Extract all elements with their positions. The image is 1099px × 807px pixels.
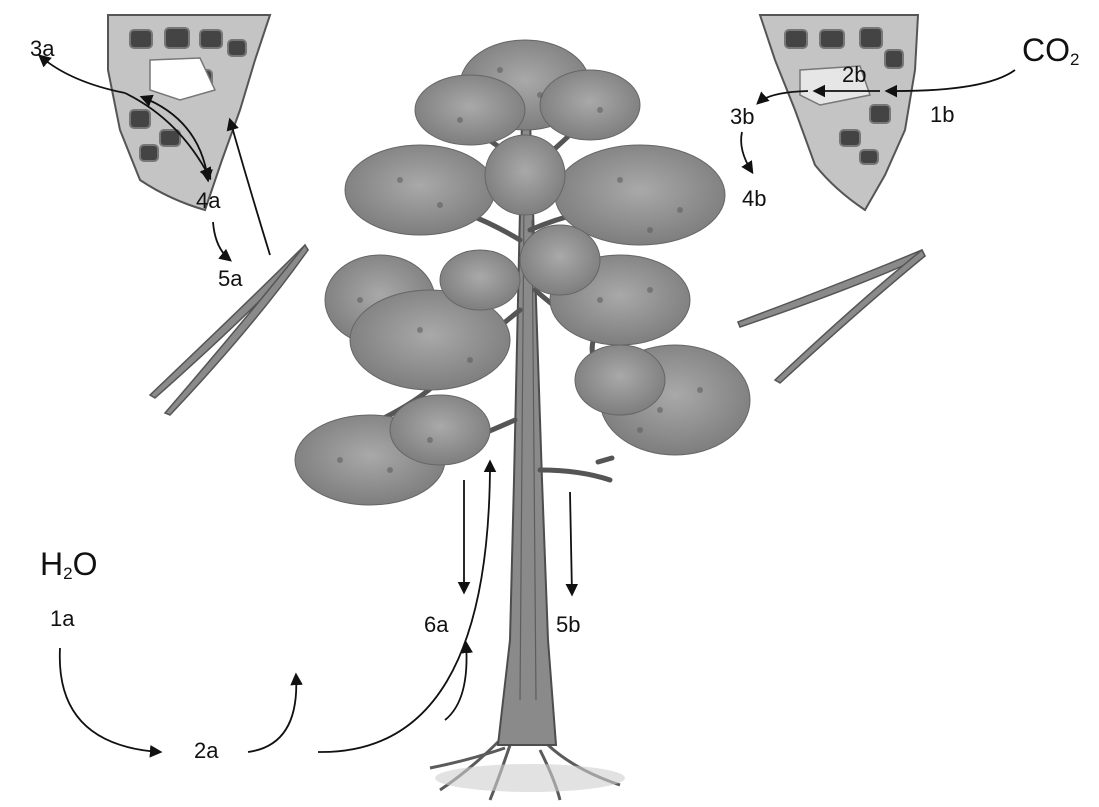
arrow-2a-up — [248, 675, 296, 752]
pine-needles-right-icon — [738, 250, 925, 383]
label-4b: 4b — [742, 188, 766, 210]
label-1b: 1b — [930, 104, 954, 126]
arrow-1a-to-2a — [60, 648, 160, 752]
label-1a: 1a — [50, 608, 74, 630]
label-4a: 4a — [196, 190, 220, 212]
arrow-6a-up — [445, 643, 467, 720]
label-5a: 5a — [218, 268, 242, 290]
label-5b: 5b — [556, 614, 580, 636]
arrow-needle-to-leaf — [230, 120, 270, 255]
leaf-cross-section-right-icon — [760, 15, 918, 210]
pine-tree-icon — [295, 40, 750, 800]
ground-shadow — [435, 764, 625, 792]
label-2b: 2b — [842, 64, 866, 86]
label-3b: 3b — [730, 106, 754, 128]
label-2a: 2a — [194, 740, 218, 762]
water-label: H2O — [40, 548, 97, 582]
co2-label: CO2 — [1022, 34, 1079, 68]
label-6a: 6a — [424, 614, 448, 636]
label-3a: 3a — [30, 38, 54, 60]
arrow-4a-to-5a — [213, 222, 230, 260]
leaf-cross-section-left-icon — [108, 15, 270, 210]
arrow-3b-to-4b — [741, 132, 752, 172]
arrow-5b-down — [570, 492, 572, 594]
